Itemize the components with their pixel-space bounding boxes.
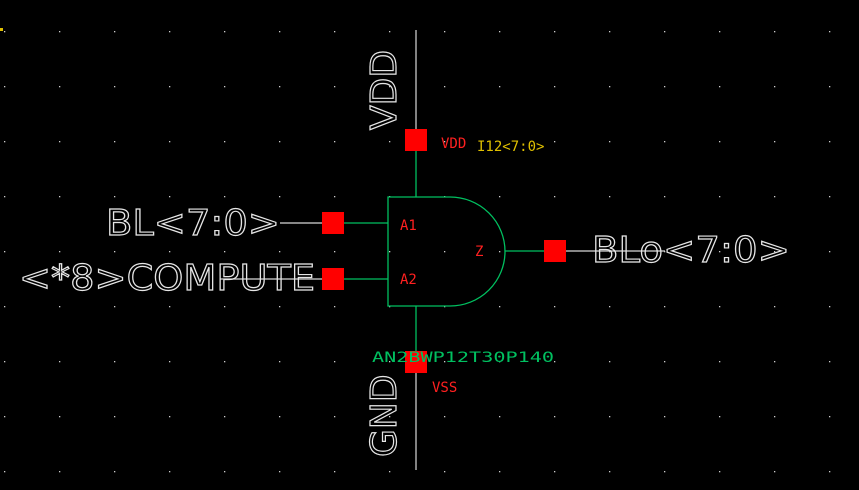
a1-pin-label: A1 [400,218,417,234]
a2-pin-label: A2 [400,272,417,288]
pin-a2[interactable] [322,268,344,290]
vss-pin-label: VSS [432,380,457,396]
net-label-compute[interactable]: <*8>COMPUTE [18,257,315,299]
origin-marker [0,28,3,31]
net-label-vdd[interactable]: VDD [363,49,405,130]
pin-vss[interactable] [405,351,427,373]
pin-z[interactable] [544,240,566,262]
instance-name: I12<7:0> [477,139,544,155]
z-pin-label: Z [475,244,483,260]
pin-a1[interactable] [322,212,344,234]
net-label-bl[interactable]: BL<7:0> [105,202,280,244]
net-label-gnd[interactable]: GND [363,374,405,458]
pin-vdd[interactable] [405,129,427,151]
vdd-pin-label: VDD [441,136,466,152]
net-label-blo[interactable]: BLo<7:0> [591,229,790,271]
cell-name: AN2BWP12T30P140 [372,350,554,366]
wires[interactable] [220,30,665,470]
